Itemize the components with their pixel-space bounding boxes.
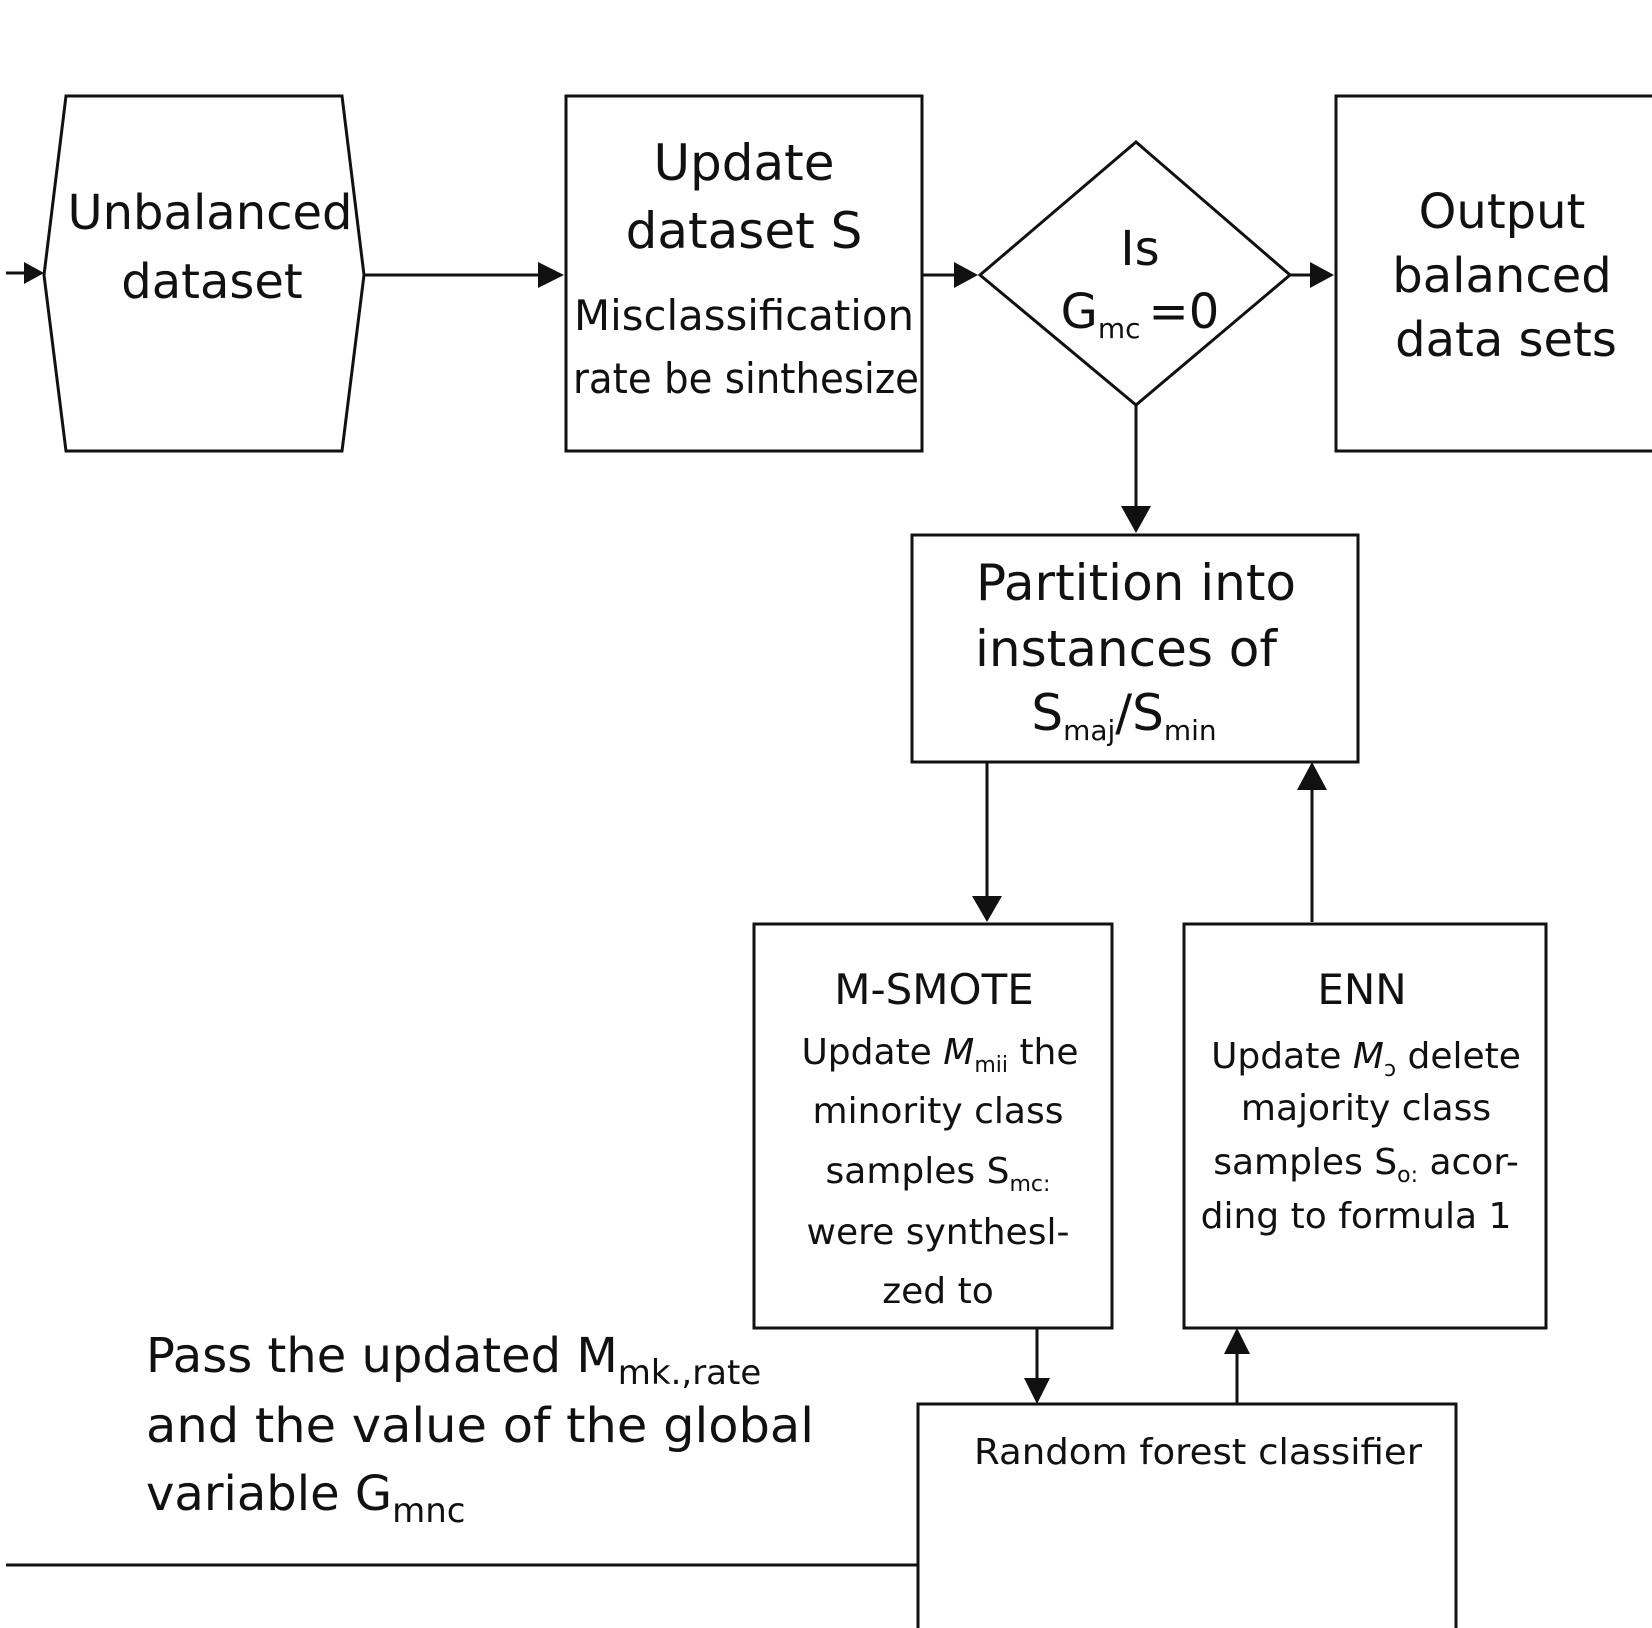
rf-shape xyxy=(916,1402,1458,1628)
node-output: Output balanced data sets xyxy=(1334,94,1652,453)
msmote-l1-m: M xyxy=(943,1032,974,1073)
unbalanced-line2: dataset xyxy=(121,254,302,310)
edge-decision-to-output-head xyxy=(1310,262,1334,288)
enn-line4: ding to formula 1 xyxy=(1201,1196,1512,1237)
output-line2: balanced xyxy=(1392,248,1611,304)
update-line2: dataset S xyxy=(626,202,863,260)
enn-l3-pre: samples S xyxy=(1213,1142,1397,1183)
enn-l1-post: delete xyxy=(1396,1036,1521,1077)
msmote-shape xyxy=(752,922,1114,1330)
msmote-line2: minority class xyxy=(813,1091,1064,1132)
node-partition: Partition into instances of Smaj/Smin xyxy=(910,533,1360,764)
msmote-line3: samples Smc: xyxy=(826,1151,1051,1197)
unbalanced-shape xyxy=(42,94,366,453)
enn-l1-m: M xyxy=(1353,1036,1384,1077)
enn-line1: Update Mↄ delete xyxy=(1211,1036,1521,1082)
update-line1: Update xyxy=(653,134,834,192)
decision-formula: Gmc=0 xyxy=(1061,284,1220,345)
edge-decision-to-partition-head xyxy=(1121,506,1151,533)
msmote-l1-post: the xyxy=(1008,1032,1079,1073)
enn-l1-sub: ↄ xyxy=(1384,1057,1396,1082)
msmote-title: M-SMOTE xyxy=(834,965,1034,1014)
enn-shape xyxy=(1182,922,1548,1330)
node-random-forest: Random forest classifier xyxy=(916,1402,1458,1628)
edge-unbalanced-to-update-head xyxy=(538,262,564,288)
node-decision: Is Gmc=0 xyxy=(977,140,1293,407)
decision-g: G xyxy=(1061,284,1098,340)
msmote-l1-pre: Update xyxy=(801,1032,943,1073)
decision-shape xyxy=(977,140,1293,407)
annotation-line1: Pass the updated Mmk.,rate xyxy=(146,1328,761,1393)
edge-enn-to-partition-head xyxy=(1297,762,1327,790)
enn-l3-sub: o: xyxy=(1397,1163,1418,1188)
enn-line3: samples So: acor- xyxy=(1213,1142,1519,1188)
rf-fill xyxy=(918,1404,1456,1628)
output-shape xyxy=(1334,94,1652,453)
edge-partition-to-msmote-head xyxy=(972,896,1002,922)
edge-msmote-to-rf-head xyxy=(1024,1378,1050,1404)
enn-line2: majority class xyxy=(1241,1088,1491,1129)
decision-eq: =0 xyxy=(1149,284,1220,340)
partition-s1: S xyxy=(1031,684,1063,742)
msmote-line4: were synthesl- xyxy=(807,1212,1070,1253)
enn-l1-pre: Update xyxy=(1211,1036,1353,1077)
decision-line1: Is xyxy=(1120,221,1159,277)
annotation-l1-sub: mk.,rate xyxy=(618,1353,762,1393)
annotation-pass-updated: Pass the updated Mmk.,rate and the value… xyxy=(146,1328,814,1531)
edge-entry-head xyxy=(24,262,44,284)
decision-g-sub: mc xyxy=(1098,312,1141,345)
edge-rf-to-enn-head xyxy=(1224,1328,1250,1354)
node-unbalanced-dataset: Unbalanced dataset xyxy=(42,94,366,453)
update-line4: rate be sinthesize xyxy=(573,354,919,403)
msmote-line5: zed to xyxy=(882,1271,993,1312)
msmote-l3-sub: mc: xyxy=(1009,1172,1050,1197)
node-msmote: M-SMOTE Update Mmii the minority class s… xyxy=(752,922,1114,1330)
partition-slash: /S xyxy=(1115,684,1164,742)
partition-line2: instances of xyxy=(975,620,1278,678)
update-line3: Misclassification xyxy=(574,291,914,340)
unbalanced-line1: Unbalanced xyxy=(68,185,353,241)
node-update-dataset: Update dataset S Misclassification rate … xyxy=(564,94,924,453)
partition-s1-sub: maj xyxy=(1063,714,1115,747)
msmote-line1: Update Mmii the xyxy=(801,1032,1078,1078)
edge-update-to-decision-head xyxy=(954,262,978,288)
node-enn: ENN Update Mↄ delete majority class samp… xyxy=(1182,922,1548,1330)
annotation-l3-pre: variable G xyxy=(146,1466,392,1522)
partition-line1: Partition into xyxy=(976,554,1296,612)
msmote-l3-pre: samples S xyxy=(826,1151,1010,1192)
enn-l3-post: acor- xyxy=(1418,1142,1519,1183)
annotation-line3: variable Gmnc xyxy=(146,1466,465,1531)
edges xyxy=(6,262,1334,1567)
rf-label: Random forest classifier xyxy=(974,1432,1422,1473)
msmote-l1-sub: mii xyxy=(974,1053,1008,1078)
enn-title: ENN xyxy=(1317,965,1406,1014)
partition-s2-sub: min xyxy=(1164,714,1217,747)
output-line1: Output xyxy=(1419,184,1586,240)
output-line3: data sets xyxy=(1395,312,1617,368)
partition-line3: Smaj/Smin xyxy=(1031,684,1216,747)
annotation-l1-pre: Pass the updated M xyxy=(146,1328,618,1384)
annotation-line2: and the value of the global xyxy=(146,1398,814,1454)
partition-shape xyxy=(910,533,1360,764)
annotation-l3-sub: mnc xyxy=(392,1491,465,1531)
update-shape xyxy=(564,94,924,453)
